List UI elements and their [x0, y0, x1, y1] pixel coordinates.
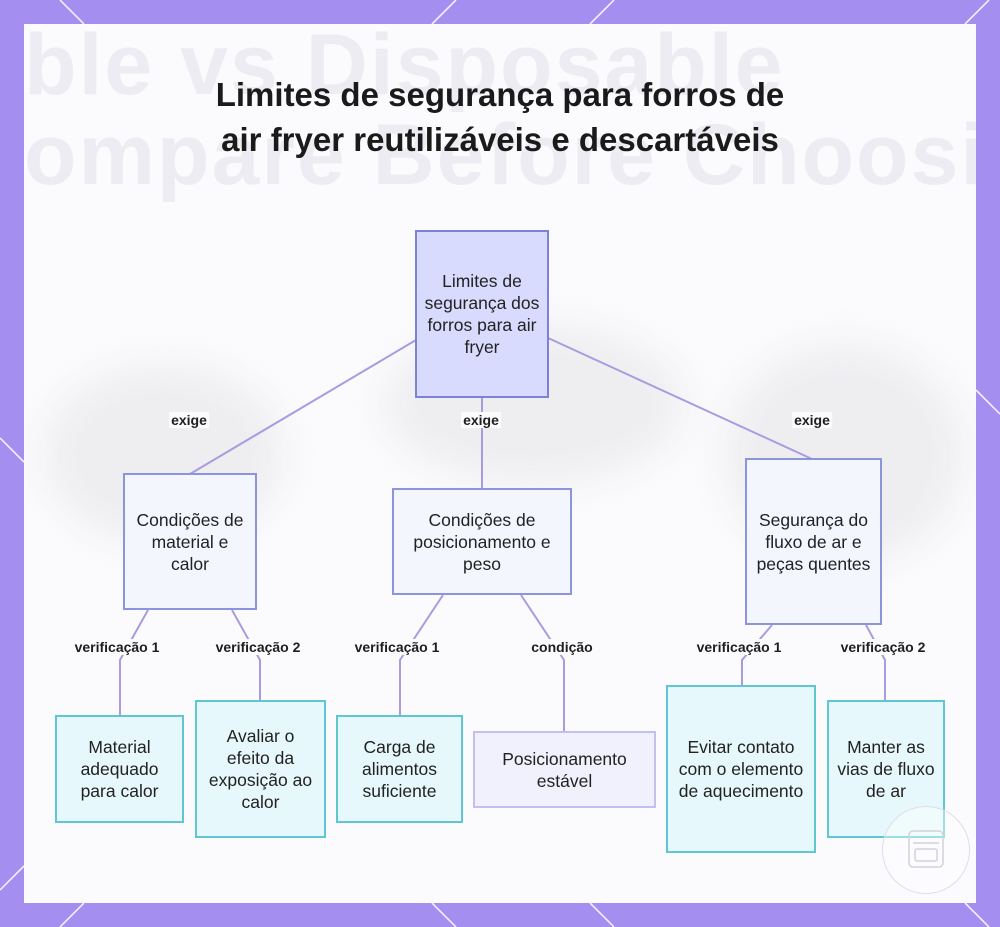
edge-root-fluxo — [547, 337, 813, 460]
edge-posicionamento-cond — [520, 594, 565, 732]
node-manter-vias-label: Manter as vias de fluxo de ar — [837, 737, 935, 801]
node-root-label: Limites de segurança dos forros para air… — [424, 271, 540, 357]
edge-root-material — [189, 339, 417, 475]
watermark-fryer-icon — [908, 830, 944, 868]
edge-label-material-v2: verificação 2 — [213, 639, 303, 655]
background-text-2: ompare Before Choosi — [24, 107, 976, 203]
edge-material-v1 — [119, 609, 149, 716]
node-material-adequado[interactable]: Material adequado para calor — [55, 715, 184, 823]
edge-fluxo-v2 — [865, 624, 886, 701]
edge-label-posicionamento-v1: verificação 1 — [352, 639, 442, 655]
edge-label-fluxo-v1: verificação 1 — [694, 639, 784, 655]
background-text-1: ble vs Disposable — [24, 24, 785, 113]
edge-label-fluxo-v2: verificação 2 — [838, 639, 928, 655]
edge-fluxo-v1 — [741, 624, 773, 686]
node-posicionamento-estavel-label: Posicionamento estável — [502, 748, 627, 791]
node-carga-alimentos-label: Carga de alimentos suficiente — [362, 737, 437, 801]
node-posicionamento-label: Condições de posicionamento e peso — [413, 509, 551, 574]
node-material-label: Condições de material e calor — [136, 509, 244, 574]
page-title: Limites de segurança para forros de air … — [215, 76, 785, 158]
node-material[interactable]: Condições de material e calor — [123, 473, 257, 610]
edge-label-root-fluxo: exige — [792, 412, 832, 428]
watermark-badge-icon — [882, 806, 970, 894]
edge-label-material-v1: verificação 1 — [72, 639, 162, 655]
edge-material-v2 — [231, 609, 261, 701]
edge-label-root-posicionamento: exige — [461, 412, 501, 428]
node-avaliar-efeito[interactable]: Avaliar o efeito da exposição ao calor — [195, 700, 326, 838]
node-fluxo[interactable]: Segurança do fluxo de ar e peças quentes — [745, 458, 882, 625]
node-evitar-contato[interactable]: Evitar contato com o elemento de aquecim… — [666, 685, 816, 853]
node-fluxo-label: Segurança do fluxo de ar e peças quentes — [756, 509, 871, 574]
edge-label-root-material: exige — [169, 412, 209, 428]
node-root[interactable]: Limites de segurança dos forros para air… — [415, 230, 549, 398]
node-carga-alimentos[interactable]: Carga de alimentos suficiente — [336, 715, 463, 823]
node-material-adequado-label: Material adequado para calor — [80, 737, 159, 801]
edge-posicionamento-v1 — [399, 594, 444, 716]
node-posicionamento-estavel[interactable]: Posicionamento estável — [473, 731, 656, 808]
node-avaliar-efeito-label: Avaliar o efeito da exposição ao calor — [208, 726, 313, 812]
node-posicionamento[interactable]: Condições de posicionamento e peso — [392, 488, 572, 595]
node-evitar-contato-label: Evitar contato com o elemento de aquecim… — [678, 737, 804, 801]
edge-label-posicionamento-cond: condição — [529, 639, 595, 655]
